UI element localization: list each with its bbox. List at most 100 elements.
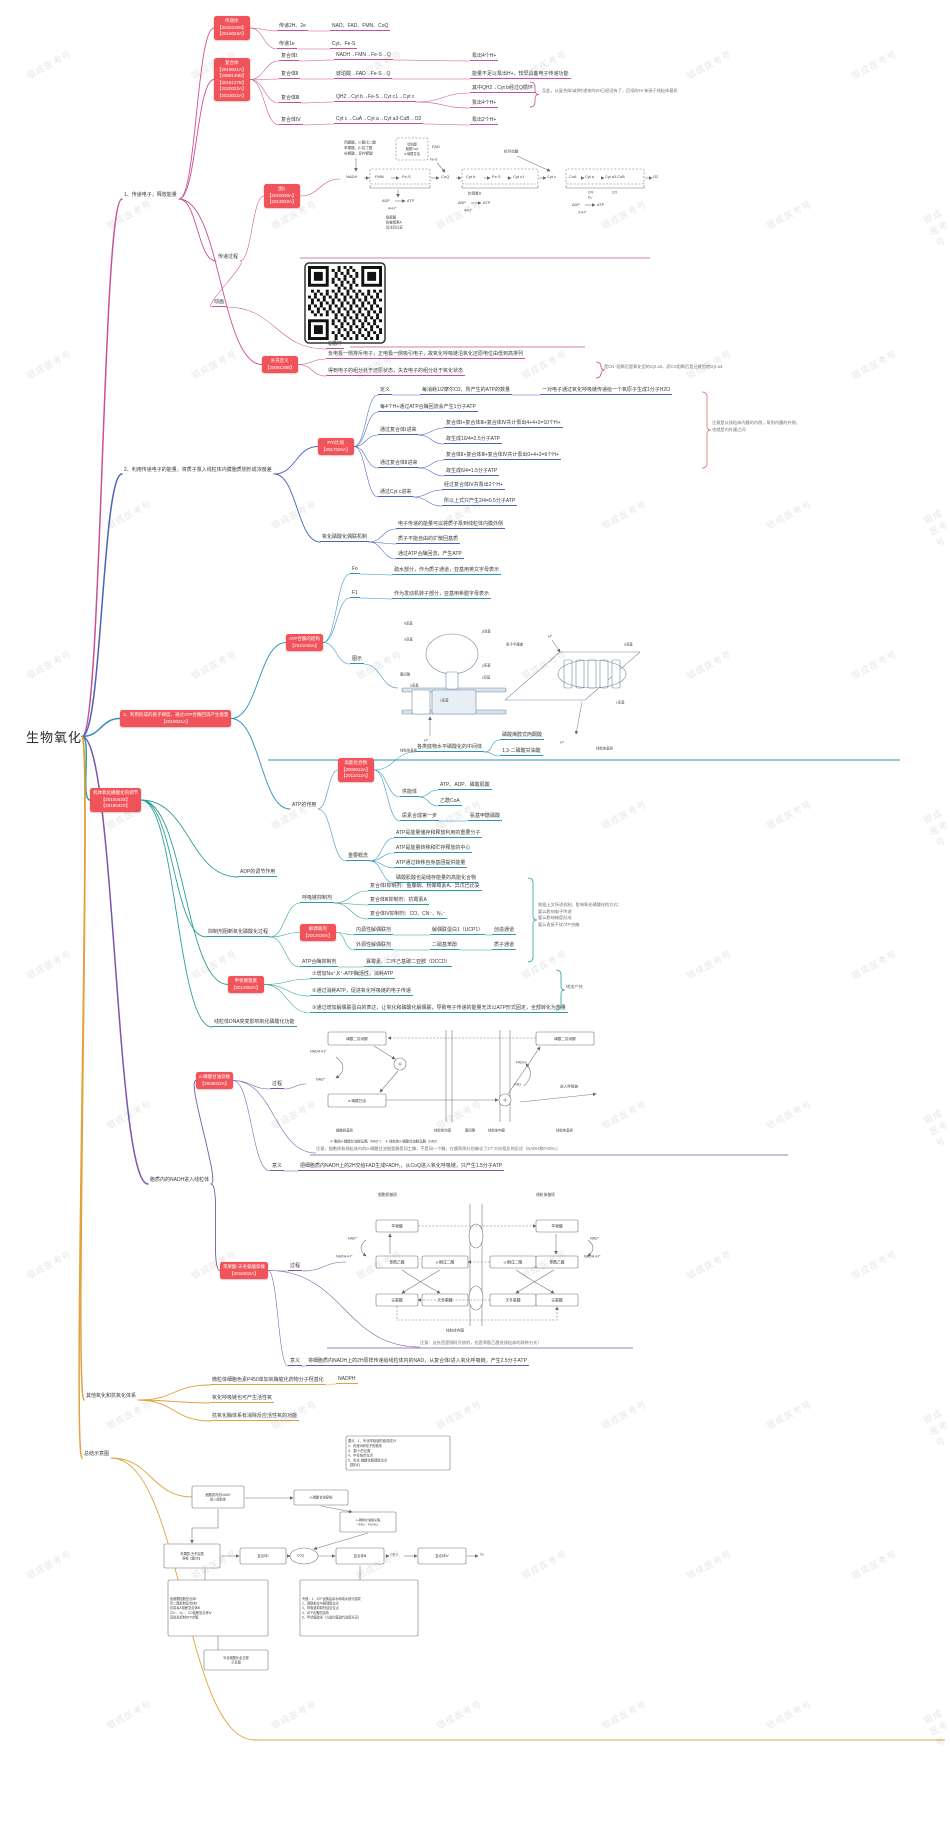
root-topic[interactable]: 生物氧化 bbox=[26, 730, 83, 745]
node-mas[interactable]: 苹果酸-天冬氨酸穿梭【2016032A】 bbox=[220, 1262, 268, 1280]
node-f1[interactable]: 复合体Ⅰ bbox=[279, 53, 300, 61]
node-f2a[interactable]: 琥珀酸→FAD→Fe-S→Q bbox=[334, 71, 393, 79]
node-s7[interactable]: 总结示意图 bbox=[84, 1451, 110, 1457]
node-g2b[interactable]: 乙酰CoA bbox=[438, 798, 462, 806]
node-bc2[interactable]: 得到电子的组分处于还原状态，失去电子的组分处于氧化状态 bbox=[326, 368, 466, 376]
node-hx[interactable]: 呼吸链抑制剂 bbox=[300, 895, 335, 903]
node-g2a[interactable]: ATP、ADP、磷酸肌酸 bbox=[438, 782, 492, 790]
node-jz3[interactable]: ③通过增加解偶联蛋白的表达，让氧化和磷酸化解偶联，导致电子传递的能量无法以ATP… bbox=[310, 1005, 568, 1013]
node-om1[interactable]: 电子传递的能量可以将质子泵到线粒体内膜外侧 bbox=[396, 521, 506, 529]
node-c3[interactable]: 通过Cyt c进来 bbox=[378, 489, 414, 497]
node-s4[interactable]: 机体氧化磷酸化的调节【2010043X】【2018042X】 bbox=[90, 788, 141, 812]
node-f4a[interactable]: Cyt c→CuA→Cyt a→Cyt a3-CuB→O2 bbox=[334, 116, 424, 124]
node-hx1[interactable]: 复合体Ⅰ抑制剂：鱼藤酮、粉蝶霉素A、异戊巴比妥 bbox=[368, 883, 482, 891]
node-atpiv[interactable]: 寡霉素、二环己基碳二亚胺（DCCD） bbox=[364, 959, 453, 967]
node-c2a[interactable]: 复合体Ⅱ+复合体Ⅲ+复合体Ⅳ共计泵出0+4+2=6个H+ bbox=[444, 452, 561, 460]
node-s5[interactable]: 胞质内的NADH进入线粒体 bbox=[150, 1177, 210, 1183]
node-cz1[interactable]: 传递2H、2e bbox=[277, 23, 308, 31]
node-dyv[interactable]: 每消耗1/2摩尔O2，所产生的ATP的数量 bbox=[420, 387, 512, 395]
node-c2b[interactable]: 故生成6/4=1.5分子ATP bbox=[444, 468, 500, 476]
node-jo2a[interactable]: 二硝基苯酚 bbox=[430, 942, 460, 950]
node-f3[interactable]: 复合体Ⅲ bbox=[279, 95, 302, 103]
node-c1[interactable]: 通过复合体Ⅰ进来 bbox=[378, 427, 419, 435]
node-zn[interactable]: 重要概念 bbox=[346, 853, 371, 861]
node-g1a[interactable]: 磷酸烯醇式丙酮酸 bbox=[500, 732, 545, 740]
node-gyiv[interactable]: 把细胞质内NADH上的2H交给FAD生成FADH₂，从CoQ进入氧化呼吸链，只产… bbox=[298, 1163, 505, 1171]
node-fh[interactable]: 复合体【2019021A】【2009130B】【2015127B】【202002… bbox=[214, 58, 250, 102]
node-s6[interactable]: 其他氧化和抗氧化体系 bbox=[86, 1393, 137, 1399]
node-g3a[interactable]: 氨基甲酰磷酸 bbox=[468, 813, 503, 821]
node-hx3[interactable]: 复合体Ⅳ抑制剂：CO、CN⁻、N₃⁻ bbox=[368, 911, 448, 919]
node-dna[interactable]: 线粒体DNA突变影响氧化磷酸化功能 bbox=[212, 1019, 297, 1027]
node-atpi[interactable]: ATP合酶抑制剂 bbox=[300, 959, 339, 967]
node-c3b[interactable]: 所以上式只产生2/4=0.5分子ATP bbox=[442, 498, 518, 506]
node-c1b[interactable]: 故生成10/4=2.5分子ATP bbox=[444, 436, 502, 444]
node-f1b[interactable]: 泵出4个H+ bbox=[470, 53, 499, 61]
node-om[interactable]: 氧化磷酸化偶联机制 bbox=[320, 534, 370, 542]
node-cz2[interactable]: 传递1e bbox=[277, 41, 297, 49]
node-om3[interactable]: 通过ATP合酶回流，产生ATP bbox=[396, 551, 464, 559]
node-jz2[interactable]: ②通过消耗ATP，促进氧化呼吸链的电子传递 bbox=[310, 988, 413, 996]
node-jo2[interactable]: 外源性解偶联剂 bbox=[354, 942, 394, 950]
node-jg[interactable]: ATP合酶的结构【2021015A】 bbox=[286, 634, 323, 652]
node-c2[interactable]: 通过复合体Ⅱ进来 bbox=[378, 460, 420, 468]
node-c3a[interactable]: 经过复合体Ⅳ共泵出2个H+ bbox=[442, 482, 505, 490]
node-tus[interactable]: 图示 bbox=[350, 656, 365, 664]
node-mi[interactable]: 意义 bbox=[288, 1358, 303, 1366]
node-f4[interactable]: 复合体Ⅳ bbox=[279, 117, 303, 125]
node-bc1[interactable]: 负电极一侧排斥电子，正电极一侧吸引电子，故氧化呼吸链沿氧化还原电位由低到高排列 bbox=[326, 351, 526, 359]
node-tu1[interactable]: 图1【2010030A】【2013022A】 bbox=[264, 184, 300, 208]
node-jz[interactable]: 甲状腺激素【2014052A】 bbox=[228, 976, 264, 994]
node-hx2[interactable]: 复合体Ⅲ抑制剂：抗霉素A bbox=[368, 897, 429, 905]
node-jo2b[interactable]: 质子通道 bbox=[492, 942, 517, 950]
node-o2[interactable]: 氧化呼吸链也可产生活性氧 bbox=[210, 1395, 275, 1403]
node-f2b[interactable]: 能量不足以泵出H+，较早具备电子传递功能 bbox=[470, 71, 571, 79]
node-f2[interactable]: 复合体Ⅱ bbox=[279, 71, 301, 79]
node-gc1[interactable]: 过程 bbox=[270, 1081, 285, 1089]
node-gyi[interactable]: 意义 bbox=[270, 1163, 285, 1171]
node-miv[interactable]: 将细胞质内NADH上的2H原样传递给线粒体内的NAD，从复合体Ⅰ进入氧化呼吸链，… bbox=[306, 1358, 529, 1366]
node-bcdy[interactable]: 补充定义【2009129B】 bbox=[262, 356, 298, 374]
node-jo1b[interactable]: 创造通道 bbox=[492, 927, 517, 935]
node-cz[interactable]: 传递体【20151208】【2016023A】 bbox=[214, 16, 250, 40]
node-f1v[interactable]: 作为发动机转子部分，亚基用希腊字母表示 bbox=[392, 591, 492, 599]
node-f1a[interactable]: NADH→FMN→Fe-S→Q bbox=[334, 52, 393, 60]
node-g3[interactable]: 尿素合成第一步 bbox=[400, 813, 440, 821]
node-s2[interactable]: 2、利用传递电子的能量，将质子泵入线粒体内膜胞质侧形成浓度差 bbox=[124, 467, 272, 473]
node-qrlab[interactable]: Q循环 bbox=[326, 341, 344, 349]
node-jo[interactable]: 解偶联剂【2012030A】 bbox=[300, 924, 336, 942]
node-g2[interactable]: 供能体 bbox=[400, 789, 420, 797]
node-g1[interactable]: 各类底物水平磷酸化的中间体 bbox=[415, 744, 485, 752]
node-s1[interactable]: 1、传递电子，释放能量 bbox=[124, 192, 177, 198]
node-zn1[interactable]: ATP是能量储存和释放利用的重要分子 bbox=[394, 830, 483, 838]
node-adp[interactable]: ADP的调节作用 bbox=[238, 869, 278, 877]
node-gys[interactable]: α-磷酸甘油穿梭【2008022A】 bbox=[196, 1072, 234, 1090]
node-ccl[interactable]: 传递过程 bbox=[218, 254, 239, 260]
node-po[interactable]: P/O比值【2017020A】 bbox=[318, 438, 354, 456]
node-fov[interactable]: 疏水部分，作为质子通道，亚基用英文字母表示 bbox=[392, 567, 502, 575]
node-h4[interactable]: 每4个H+通过ATP合酶回流会产生1分子ATP bbox=[378, 404, 478, 412]
node-cz2v[interactable]: Cyt、Fe-S bbox=[330, 41, 358, 49]
node-fo[interactable]: Fo bbox=[350, 566, 360, 574]
node-f4b[interactable]: 泵出2个H+ bbox=[470, 117, 499, 125]
node-zy[interactable]: ATP的作用 bbox=[292, 802, 317, 808]
node-jo1a[interactable]: 解偶联蛋白1（UCP1） bbox=[430, 927, 486, 935]
node-zn4[interactable]: 磷酸肌酸也是储存能量的高能化合物 bbox=[394, 875, 479, 883]
node-yz[interactable]: 抑制剂阻断氧化磷酸化过程 bbox=[206, 929, 271, 937]
node-anim[interactable]: 动画 bbox=[212, 299, 227, 307]
node-dy[interactable]: 定义 bbox=[378, 387, 393, 395]
node-jz1[interactable]: ①增加Na⁺,K⁺-ATP酶活性，消耗ATP bbox=[310, 971, 396, 979]
node-f3a[interactable]: QH2→Cyt b→Fe-S→Cyt c1→Cyt c bbox=[334, 94, 417, 102]
node-o3[interactable]: 抗氧化酶体系有消除反应活性氧的功能 bbox=[210, 1413, 300, 1421]
node-c1a[interactable]: 复合体Ⅰ+复合体Ⅲ+复合体Ⅳ共计泵出4+4+2=10个H+ bbox=[444, 420, 563, 428]
node-om2[interactable]: 质子不能自由的扩散回基质 bbox=[396, 536, 461, 544]
node-zn3[interactable]: ATP通过转移自身基团提供能量 bbox=[394, 860, 468, 868]
node-zn2[interactable]: ATP是能量转移和贮存释放的中心 bbox=[394, 845, 473, 853]
node-dyn[interactable]: 一对电子通过氧化呼吸链传递给一个氧原子生成1分子H2O bbox=[540, 387, 673, 395]
node-g1b[interactable]: 1,3-二磷酸甘油酸 bbox=[500, 748, 543, 756]
node-o1v[interactable]: NADPH bbox=[336, 1376, 358, 1384]
node-s3[interactable]: 3、利用形成的质子梯度，通过ATP合酶回流产生能量【2019021A】 bbox=[120, 710, 232, 728]
node-o1[interactable]: 微粒体细胞色素P450单加氧酶催化药物分子羟基化 bbox=[210, 1377, 326, 1385]
node-f3b[interactable]: 其中QH2→Cyt b经过Q循环 bbox=[470, 85, 535, 93]
node-gn[interactable]: 高能化合物【2009012A】【2011012A】 bbox=[338, 758, 374, 782]
